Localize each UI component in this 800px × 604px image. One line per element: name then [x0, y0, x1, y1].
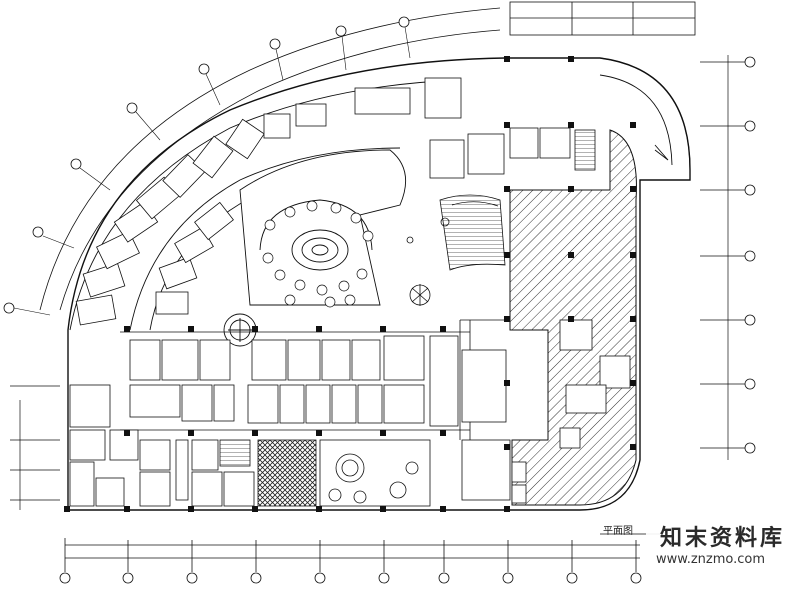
- top-dimension-strip: [509, 1, 696, 36]
- right-grid-bubbles: [744, 56, 756, 454]
- lobby-feature: [406, 217, 450, 306]
- curved-rooms: [75, 77, 462, 326]
- round-vestibule: [223, 313, 257, 347]
- bottom-left-services: [69, 384, 189, 507]
- bottom-grid-bubbles: [59, 572, 642, 584]
- lower-rooms-row: [129, 384, 425, 424]
- upper-right-rooms: [429, 127, 596, 179]
- building-outline: [67, 57, 691, 511]
- watermark-brand: 知末资料库: [660, 526, 786, 551]
- banquet-hall: [239, 149, 407, 306]
- left-grid-marks: [10, 385, 60, 510]
- bottom-service-core: [191, 439, 317, 507]
- drawing-caption: 平面图: [603, 526, 633, 537]
- bottom-dimension-lines: [64, 538, 640, 572]
- middle-rooms-row: [129, 335, 459, 427]
- right-curved-wing: [599, 57, 691, 171]
- arc-grid-bubbles: [3, 16, 410, 314]
- arc-reference-lines: [39, 7, 501, 311]
- office-block: [461, 349, 511, 501]
- bottom-restaurant: [319, 439, 431, 507]
- structural-columns: [64, 56, 636, 512]
- inner-ring-rooms: [155, 201, 234, 315]
- watermark-logo: 知末资料库 www.znzmo.com: [646, 512, 796, 592]
- curved-staircase: [439, 194, 506, 271]
- watermark-url: www.znzmo.com: [656, 552, 766, 567]
- banquet-tables: [262, 200, 374, 308]
- service-core: [511, 319, 631, 504]
